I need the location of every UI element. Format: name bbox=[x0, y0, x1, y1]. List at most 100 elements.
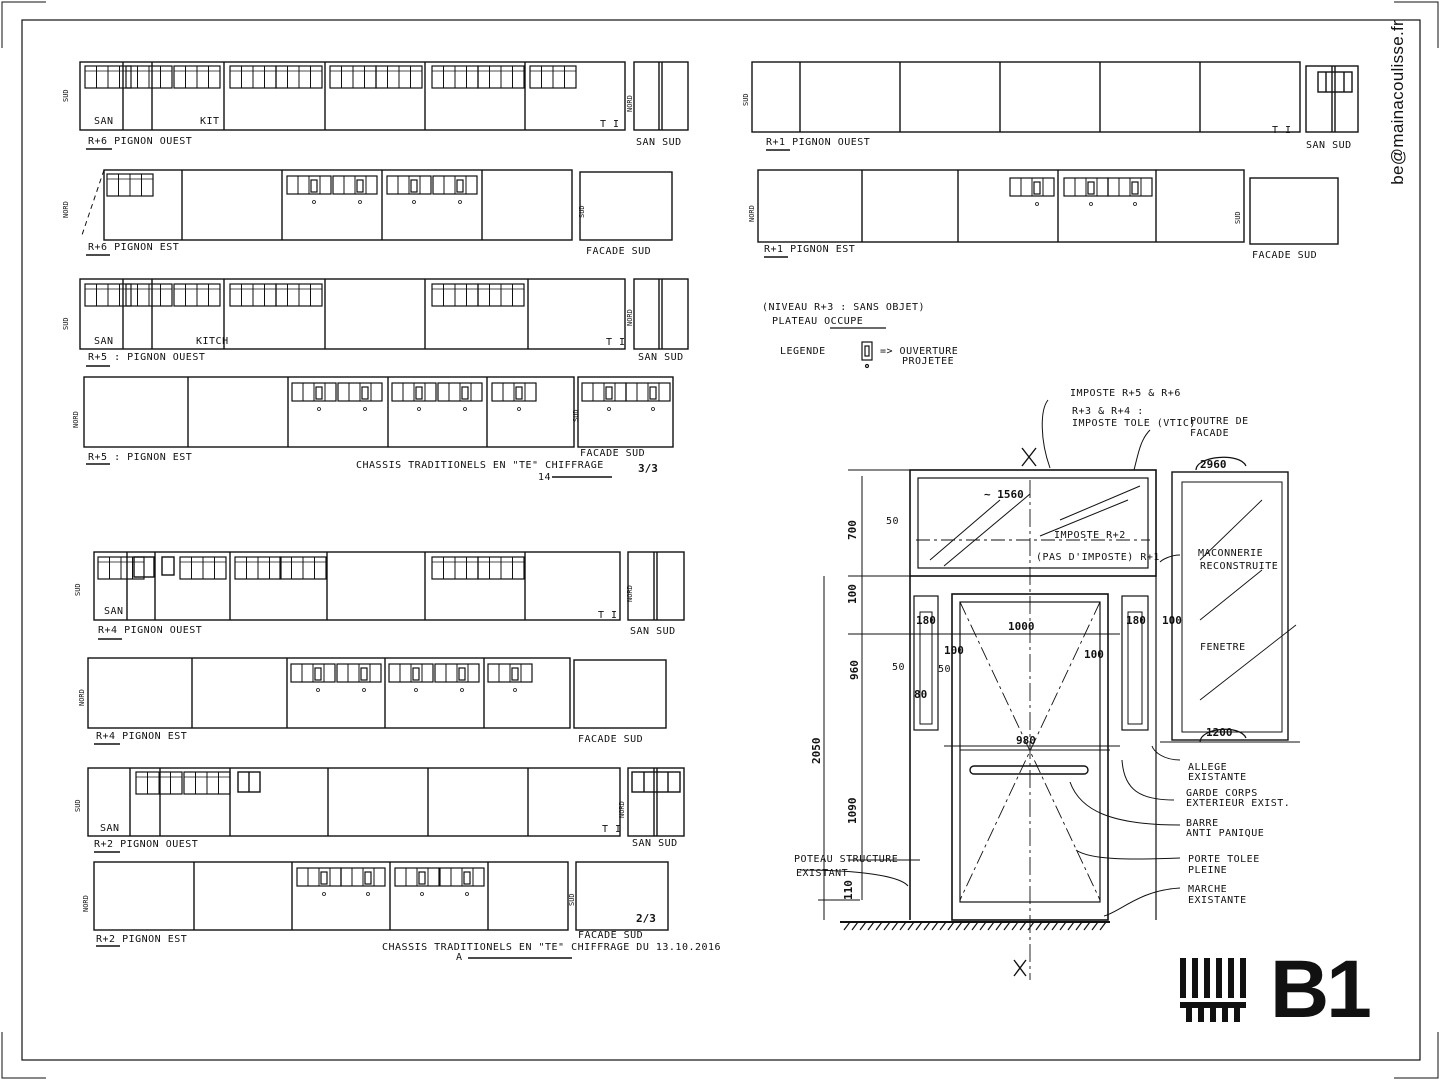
r6-est-side-caption: FACADE SUD bbox=[586, 246, 651, 257]
website-email-text: be@mainacoulisse.fr bbox=[1388, 20, 1407, 185]
r2-ouest-left-tag: SUD bbox=[74, 799, 82, 812]
legend-window-symbol bbox=[861, 341, 873, 369]
r1-ouest-tag: T I bbox=[1272, 125, 1292, 136]
dim-1200: 1200 bbox=[1206, 726, 1233, 739]
dim-960: 960 bbox=[848, 660, 861, 680]
r1-ouest-left-tag: SUD bbox=[742, 93, 750, 106]
r6-est-left-tag: NORD bbox=[62, 201, 70, 218]
fenetre-label: FENETRE bbox=[1200, 642, 1246, 653]
r4-ouest-side-caption: SAN SUD bbox=[630, 626, 676, 637]
dim-50-b: 50 bbox=[892, 662, 905, 673]
elevation-r5-ouest bbox=[79, 278, 689, 367]
dim-110: 110 bbox=[842, 880, 855, 900]
barre-label-2: ANTI PANIQUE bbox=[1186, 828, 1264, 839]
r1-est-title: R+1 PIGNON EST bbox=[764, 244, 855, 255]
elevation-r5-est bbox=[83, 376, 674, 478]
r6-ouest-title: R+6 PIGNON OUEST bbox=[88, 136, 192, 147]
poutre-label-1: POUTRE DE bbox=[1190, 416, 1249, 427]
page-number-1: 3/3 bbox=[638, 462, 658, 475]
legend-text-1: => OUVERTURE bbox=[880, 346, 958, 357]
elevation-r1-ouest bbox=[751, 61, 1359, 151]
r2-ouest-title: R+2 PIGNON OUEST bbox=[94, 839, 198, 850]
door-detail-drawing bbox=[799, 399, 1300, 980]
garde-label-2: EXTERIEUR EXIST. bbox=[1186, 798, 1290, 809]
r6-ouest-tag: T I bbox=[600, 119, 620, 130]
r2-est-side-tag: SUD bbox=[568, 893, 576, 906]
dim-50-a: 50 bbox=[886, 516, 899, 527]
imposte-mid-label-2: IMPOSTE TOLE (VTIC) bbox=[1072, 418, 1196, 429]
marche-label-2: EXISTANTE bbox=[1188, 895, 1247, 906]
r4-est-side-caption: FACADE SUD bbox=[578, 734, 643, 745]
r5-est-title: R+5 : PIGNON EST bbox=[88, 452, 192, 463]
legend-text-2: PROJETEE bbox=[902, 356, 954, 367]
brand-logo-text: B1 bbox=[1270, 944, 1372, 1035]
dim-1000: 1000 bbox=[1008, 620, 1035, 633]
note-line-1: (NIVEAU R+3 : SANS OBJET) bbox=[762, 302, 925, 313]
r5-ouest-room1: SAN bbox=[94, 336, 114, 347]
dim-2050: 2050 bbox=[810, 738, 823, 765]
elevation-r2-ouest bbox=[87, 767, 685, 853]
r2-ouest-room1: SAN bbox=[100, 823, 120, 834]
elevation-r1-est bbox=[757, 169, 1339, 258]
r1-est-left-tag: NORD bbox=[748, 205, 756, 222]
r4-est-title: R+4 PIGNON EST bbox=[96, 731, 187, 742]
r4-ouest-left-tag: SUD bbox=[74, 583, 82, 596]
maconnerie-label-2: RECONSTRUITE bbox=[1200, 561, 1278, 572]
r6-ouest-room2: KIT bbox=[200, 116, 220, 127]
r5-ouest-tag: T I bbox=[606, 337, 626, 348]
r4-ouest-side-tag: NORD bbox=[626, 585, 634, 602]
poteau-label-1: POTEAU STRUCTURE bbox=[794, 854, 898, 865]
r5-est-left-tag: NORD bbox=[72, 411, 80, 428]
marche-label-1: MARCHE bbox=[1188, 884, 1227, 895]
elevation-r4-ouest bbox=[93, 551, 685, 640]
r2-est-left-tag: NORD bbox=[82, 895, 90, 912]
r1-ouest-side-caption: SAN SUD bbox=[1306, 140, 1352, 151]
dim-100-a: 100 bbox=[846, 584, 859, 604]
r5-ouest-side-tag: NORD bbox=[626, 309, 634, 326]
r5-ouest-side-caption: SAN SUD bbox=[638, 352, 684, 363]
website-email[interactable]: be@mainacoulisse.fr bbox=[1388, 20, 1414, 250]
chassis-caption-1-sub: 14 bbox=[538, 472, 551, 483]
r5-ouest-left-tag: SUD bbox=[62, 317, 70, 330]
r4-ouest-title: R+4 PIGNON OUEST bbox=[98, 625, 202, 636]
r6-est-side-tag: SUD bbox=[578, 205, 586, 218]
elevation-r6-est bbox=[81, 169, 673, 256]
dim-980: 980 bbox=[1016, 734, 1036, 747]
pas-imposte-label: (PAS D'IMPOSTE) R+1 bbox=[1036, 552, 1160, 563]
porte-label-2: PLEINE bbox=[1188, 865, 1227, 876]
r2-ouest-side-caption: SAN SUD bbox=[632, 838, 678, 849]
r2-est-side-caption: FACADE SUD bbox=[578, 930, 643, 941]
maconnerie-label-1: MACONNERIE bbox=[1198, 548, 1263, 559]
garde-label-1: GARDE CORPS bbox=[1186, 788, 1258, 799]
r6-ouest-room1: SAN bbox=[94, 116, 114, 127]
r1-est-side-caption: FACADE SUD bbox=[1252, 250, 1317, 261]
elevation-r4-est bbox=[87, 657, 667, 745]
r5-ouest-room2: KITCH bbox=[196, 336, 229, 347]
r6-ouest-side-caption: SAN SUD bbox=[636, 137, 682, 148]
r5-est-side-caption: FACADE SUD bbox=[580, 448, 645, 459]
dim-2960: 2960 bbox=[1200, 458, 1227, 471]
dim-1090: 1090 bbox=[846, 798, 859, 825]
r6-est-title: R+6 PIGNON EST bbox=[88, 242, 179, 253]
note-line-2: PLATEAU OCCUPE bbox=[772, 316, 863, 327]
dim-100-b: 100 bbox=[1162, 614, 1182, 627]
elevation-r6-ouest bbox=[79, 61, 689, 150]
dim-100-c: 100 bbox=[944, 644, 964, 657]
poteau-label-2: EXISTANT bbox=[796, 868, 848, 879]
r1-ouest-title: R+1 PIGNON OUEST bbox=[766, 137, 870, 148]
imposte-mid-label-1: R+3 & R+4 : bbox=[1072, 406, 1144, 417]
imposte-r2-label: IMPOSTE R+2 bbox=[1054, 530, 1126, 541]
r2-ouest-tag: T I bbox=[602, 824, 622, 835]
r5-ouest-title: R+5 : PIGNON OUEST bbox=[88, 352, 205, 363]
allege-label-2: EXISTANTE bbox=[1188, 772, 1247, 783]
dim-80: 80 bbox=[914, 688, 927, 701]
imposte-top-label: IMPOSTE R+5 & R+6 bbox=[1070, 388, 1181, 399]
elevation-r2-est bbox=[93, 861, 669, 959]
dim-1560: ~ 1560 bbox=[984, 488, 1024, 501]
dim-700: 700 bbox=[846, 520, 859, 540]
chassis-caption-2-sub: A bbox=[456, 952, 463, 963]
r1-est-side-tag: SUD bbox=[1234, 211, 1242, 224]
r5-est-side-tag: SUD bbox=[572, 409, 580, 422]
